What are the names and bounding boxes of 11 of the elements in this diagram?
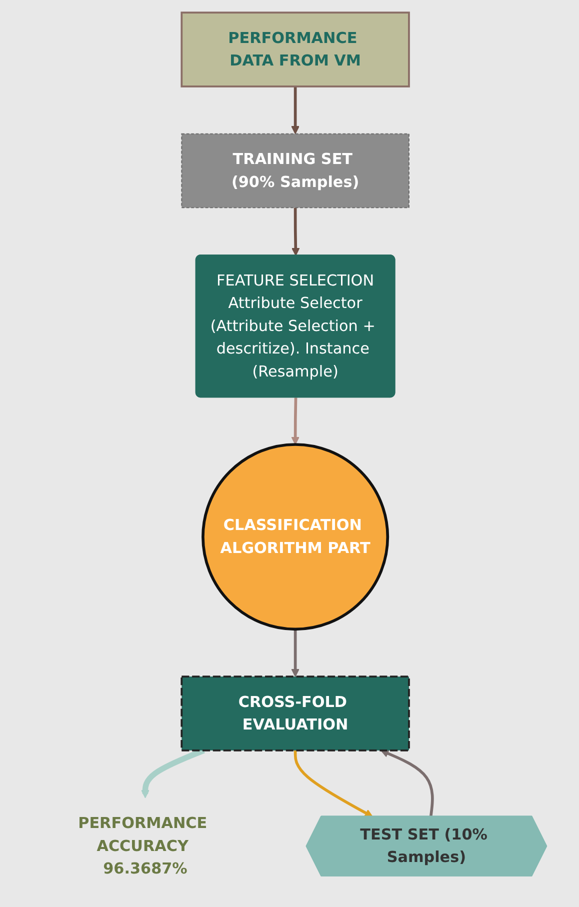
node-box: TRAINING SET (90% Samples)	[182, 133, 410, 208]
arrow	[292, 86, 300, 134]
arrow	[292, 398, 300, 445]
arrow	[294, 750, 374, 818]
arrow	[381, 750, 434, 817]
node-box: PERFORMANCE DATA FROM VM	[181, 12, 410, 88]
node-box: CROSS-FOLD EVALUATION	[181, 676, 410, 752]
node-circle: CLASSIFICATION ALGORITHM PART	[202, 443, 390, 631]
node-text: PERFORMANCE ACCURACY 96.3687%	[78, 814, 208, 878]
arrow	[292, 208, 300, 256]
arrow	[292, 629, 300, 677]
